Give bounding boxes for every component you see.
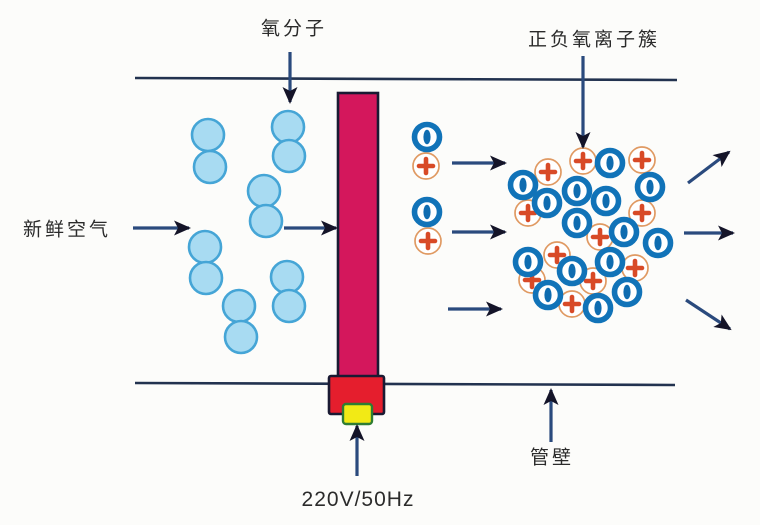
negative-ion	[531, 187, 563, 219]
oxygen-molecule	[269, 259, 307, 324]
positive-ion	[586, 223, 614, 251]
negative-ion	[634, 171, 666, 203]
negative-ion	[608, 216, 640, 248]
label-fresh-air: 新鲜空气	[22, 219, 112, 241]
oxygen-molecule	[190, 117, 228, 185]
label-oxygen-molecule: 氧分子	[260, 18, 328, 40]
negative-ion	[561, 175, 593, 207]
oxygen-molecule	[270, 109, 307, 174]
negative-ion	[582, 292, 614, 324]
oxygen-molecule	[221, 288, 259, 355]
tube-wall-line	[134, 381, 676, 387]
power-terminal	[341, 402, 374, 426]
outflow-arrow-down	[685, 298, 732, 331]
positive-ion	[414, 227, 442, 255]
outflow-arrow-up	[687, 150, 731, 185]
negative-ion	[532, 279, 564, 311]
negative-ion	[561, 207, 593, 239]
positive-ion	[628, 146, 656, 174]
tube-wall-line	[134, 76, 678, 82]
negative-ion	[594, 147, 626, 179]
negative-ion	[642, 227, 674, 259]
negative-ion	[512, 246, 544, 278]
negative-ion	[411, 196, 443, 228]
negative-ion	[611, 276, 643, 308]
label-ion-cluster: 正负氧离子簇	[527, 29, 661, 51]
label-tube-wall: 管壁	[529, 447, 575, 469]
positive-ion	[569, 147, 597, 175]
negative-ion	[594, 246, 626, 278]
negative-ion	[556, 255, 588, 287]
positive-ion	[628, 199, 656, 227]
negative-ion	[590, 185, 622, 217]
oxygen-molecule	[187, 229, 224, 296]
negative-ion	[507, 169, 539, 201]
electrode-bar	[336, 91, 380, 380]
ion-pair	[411, 121, 443, 180]
positive-ion	[412, 152, 440, 180]
ion-pair	[411, 196, 443, 255]
ion-cluster	[507, 146, 674, 324]
negative-ion	[411, 121, 443, 153]
oxygen-molecule	[246, 173, 284, 239]
positive-ion	[534, 158, 562, 186]
label-power-supply: 220V/50Hz	[301, 488, 415, 511]
